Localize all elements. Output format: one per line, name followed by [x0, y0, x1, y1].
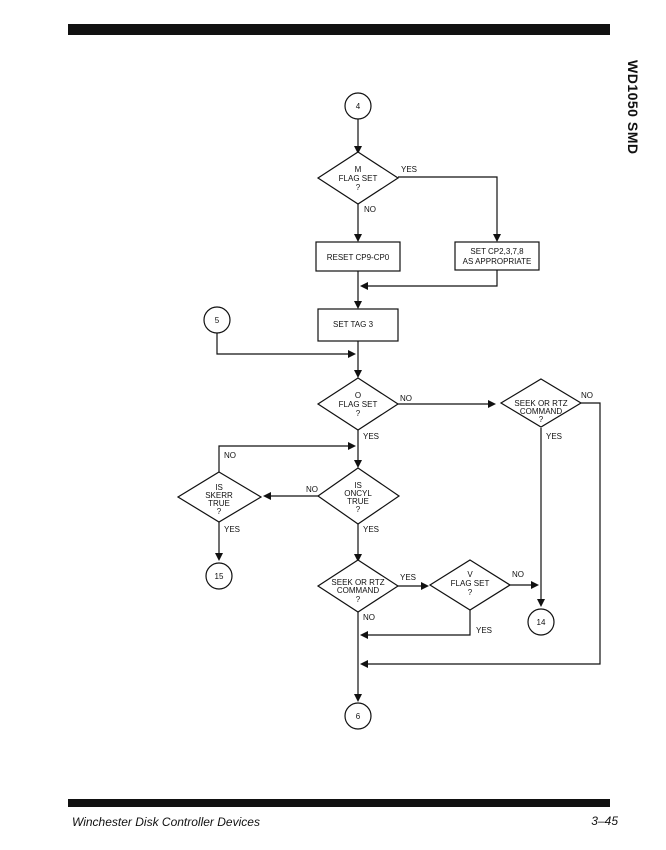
footer-page-number: 3–45: [591, 814, 618, 828]
connector-14-label: 14: [537, 618, 546, 627]
decision-o-flag-line3: ?: [356, 409, 361, 418]
label-yes-seek-right: YES: [546, 432, 562, 441]
connector-15: 15: [205, 562, 233, 590]
decision-seek-rtz-right-line3: ?: [539, 415, 544, 424]
decision-is-skerr-line2: SKERR: [205, 491, 233, 500]
decision-seek-rtz-right: SEEK OR RTZ COMMAND ?: [499, 378, 583, 428]
decision-v-flag-line2: FLAG SET: [451, 579, 490, 588]
label-yes-oncyl: YES: [363, 525, 379, 534]
decision-seek-rtz-bottom: SEEK OR RTZ COMMAND ?: [316, 559, 400, 613]
decision-seek-rtz-bottom-line2: COMMAND: [337, 586, 379, 595]
side-title: WD1050 SMD: [625, 60, 641, 155]
box-set-cp-line2: AS APPROPRIATE: [463, 257, 532, 266]
box-set-cp: SET CP2,3,7,8 AS APPROPRIATE: [454, 241, 540, 271]
label-no-v-flag: NO: [512, 570, 524, 579]
decision-v-flag-line1: V: [467, 570, 473, 579]
decision-m-flag-line3: ?: [356, 183, 361, 192]
label-no-seek-right: NO: [581, 391, 593, 400]
connector-15-label: 15: [215, 572, 224, 581]
connector-14: 14: [527, 608, 555, 636]
decision-v-flag-line3: ?: [468, 588, 473, 597]
decision-seek-rtz-bottom-line3: ?: [356, 595, 361, 604]
connector-6: 6: [344, 702, 372, 730]
connector-4-label: 4: [356, 102, 361, 111]
decision-is-skerr: IS SKERR TRUE ?: [176, 471, 263, 523]
label-no-m-flag: NO: [364, 205, 376, 214]
box-set-tag3: SET TAG 3: [317, 308, 399, 342]
box-set-tag3-label: SET TAG 3: [333, 320, 374, 329]
label-yes-skerr: YES: [224, 525, 240, 534]
decision-is-oncyl-line1: IS: [354, 481, 362, 490]
flow-arrowheads: [215, 146, 545, 702]
decision-o-flag-line1: O: [355, 391, 361, 400]
connector-5-label: 5: [215, 316, 220, 325]
label-yes-v-flag: YES: [476, 626, 492, 635]
decision-seek-rtz-right-line1: SEEK OR RTZ: [514, 399, 567, 408]
connector-4: 4: [344, 92, 372, 120]
box-set-cp-line1: SET CP2,3,7,8: [470, 247, 524, 256]
decision-m-flag-line1: M: [355, 165, 362, 174]
label-no-skerr: NO: [224, 451, 236, 460]
decision-seek-rtz-right-line2: COMMAND: [520, 407, 562, 416]
bottom-rule: [68, 799, 610, 807]
decision-is-skerr-line1: IS: [215, 483, 223, 492]
flow-lines: [216, 119, 601, 699]
decision-m-flag-line2: FLAG SET: [339, 174, 378, 183]
box-reset-cp: RESET CP9-CP0: [315, 241, 401, 272]
connector-6-label: 6: [356, 712, 361, 721]
decision-m-flag: M FLAG SET ?: [316, 151, 400, 205]
decision-v-flag: V FLAG SET ?: [428, 559, 512, 611]
decision-is-oncyl: IS ONCYL TRUE ?: [316, 467, 401, 525]
top-rule: [68, 24, 610, 35]
decision-is-oncyl-line3: TRUE: [347, 497, 369, 506]
decision-is-oncyl-line4: ?: [356, 505, 361, 514]
label-no-oncyl: NO: [306, 485, 318, 494]
connector-5: 5: [203, 306, 231, 334]
label-yes-o-flag: YES: [363, 432, 379, 441]
decision-o-flag-line2: FLAG SET: [339, 400, 378, 409]
label-yes-m-flag: YES: [401, 165, 417, 174]
decision-is-skerr-line4: ?: [217, 507, 222, 516]
label-no-o-flag: NO: [400, 394, 412, 403]
decision-is-skerr-line3: TRUE: [208, 499, 230, 508]
decision-o-flag: O FLAG SET ?: [316, 377, 400, 431]
label-no-seek-bottom: NO: [363, 613, 375, 622]
decision-is-oncyl-line2: ONCYL: [344, 489, 372, 498]
decision-seek-rtz-bottom-line1: SEEK OR RTZ: [331, 578, 384, 587]
label-yes-seek-bottom: YES: [400, 573, 416, 582]
box-reset-cp-label: RESET CP9-CP0: [327, 253, 390, 262]
footer-title: Winchester Disk Controller Devices: [72, 815, 260, 829]
